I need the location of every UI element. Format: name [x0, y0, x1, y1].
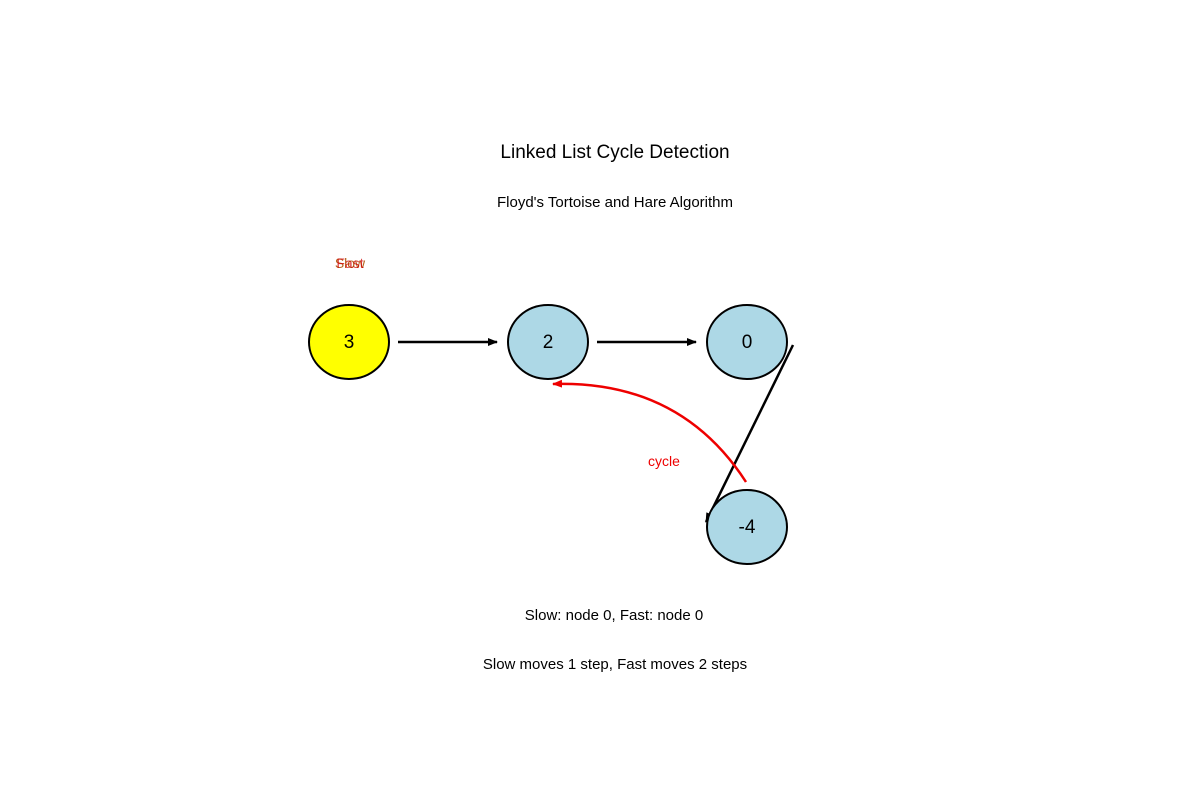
diagram-title: Linked List Cycle Detection — [500, 142, 729, 163]
node-value: 3 — [344, 332, 355, 353]
pointer-status-text: Slow: node 0, Fast: node 0 — [525, 607, 703, 624]
list-node-2: 0 — [706, 304, 788, 380]
node-circle — [507, 304, 589, 380]
node-circle — [308, 304, 390, 380]
slow-pointer-label: Slow — [335, 255, 366, 271]
list-node-3: -4 — [706, 489, 788, 565]
node-circle — [706, 304, 788, 380]
node-value: 2 — [543, 332, 554, 353]
node-circle — [706, 489, 788, 565]
node-value: -4 — [739, 517, 756, 538]
cycle-edge-node3-to-node1 — [552, 379, 748, 483]
node-value: 0 — [742, 332, 753, 353]
list-node-1: 2 — [507, 304, 589, 380]
diagram-subtitle: Floyd's Tortoise and Hare Algorithm — [497, 194, 733, 211]
algorithm-rule-text: Slow moves 1 step, Fast moves 2 steps — [483, 656, 747, 673]
list-node-0: 3 — [308, 304, 390, 380]
fast-pointer-label: Fast — [336, 255, 363, 271]
edge-node2-to-node3 — [704, 344, 795, 523]
cycle-label: cycle — [648, 453, 680, 469]
